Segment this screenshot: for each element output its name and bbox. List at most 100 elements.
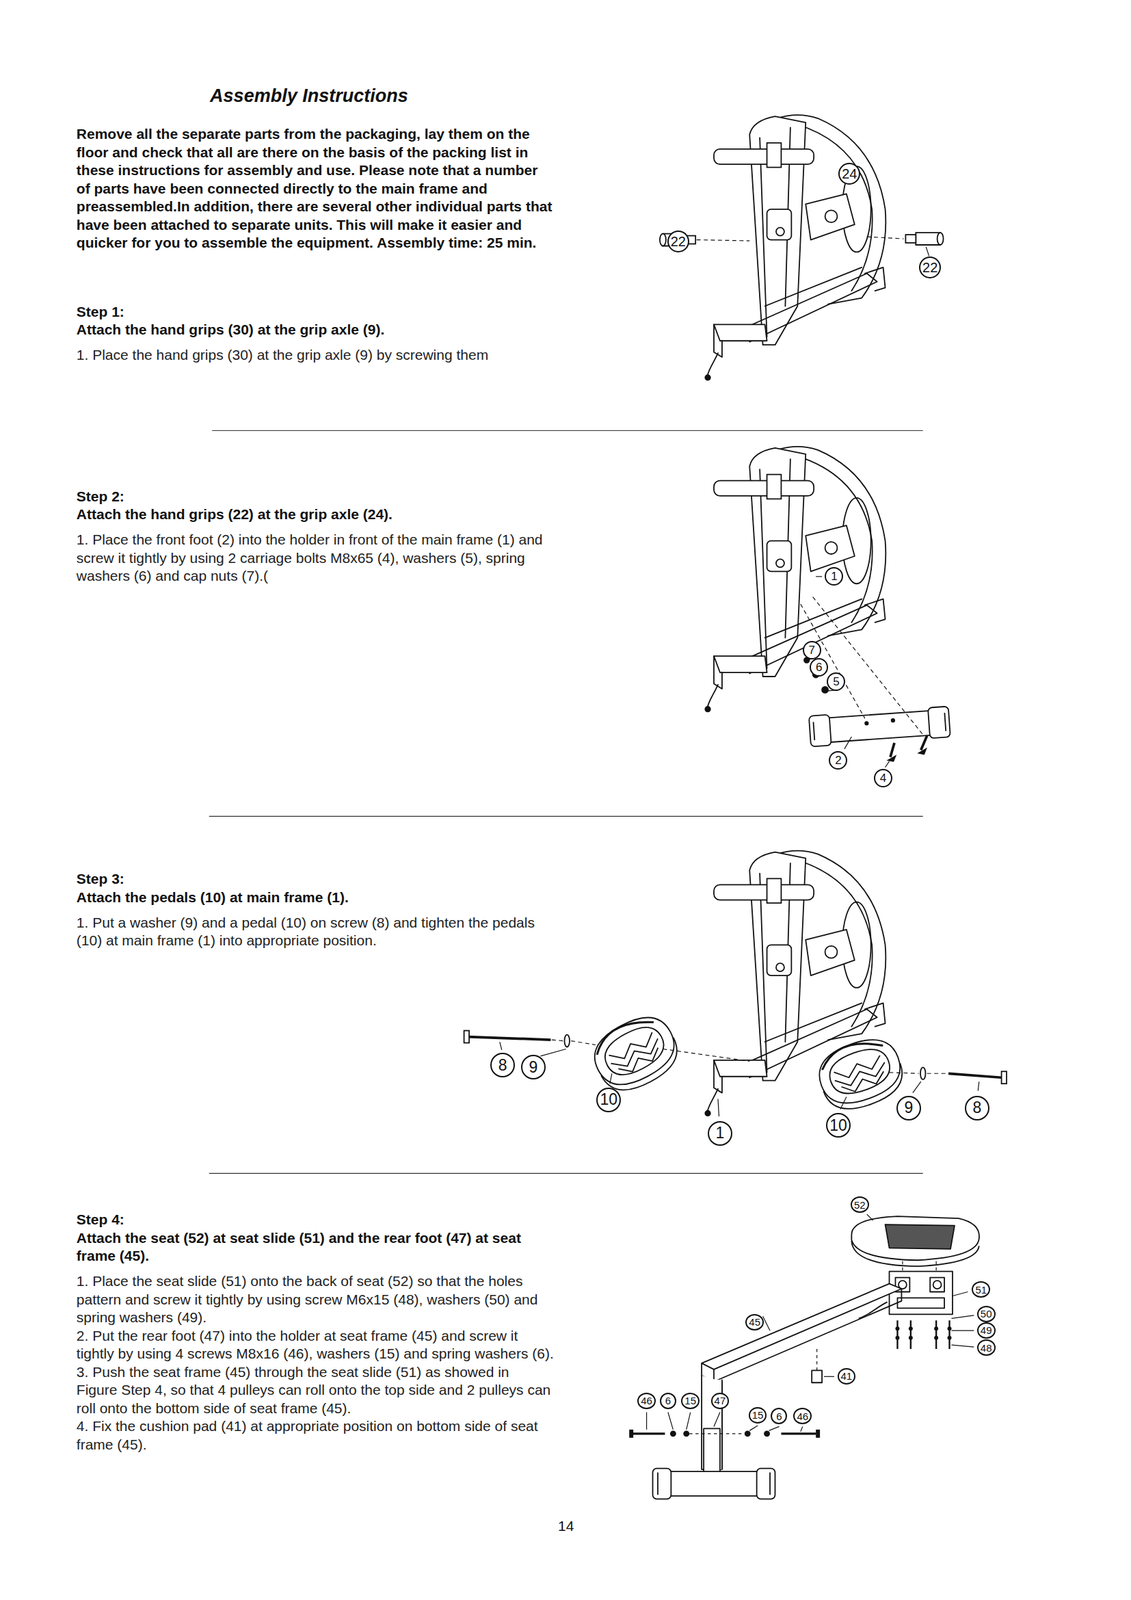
callout-number: 41: [837, 1367, 857, 1385]
illustration-part: [925, 246, 929, 256]
illustration-part: [703, 1427, 721, 1471]
step-heading: Remove all the separate parts from the p…: [76, 125, 554, 253]
illustration-part: [769, 1472, 771, 1495]
illustration-part: [927, 1072, 947, 1074]
illustration-part: [744, 1429, 751, 1436]
callout-number: 1: [707, 1120, 733, 1146]
illustration-part: [816, 1346, 818, 1370]
instruction-text: 1. Place the front foot (2) into the hol…: [76, 530, 554, 586]
step-heading: Step 2:: [76, 487, 554, 507]
callout-number: 46: [793, 1407, 812, 1424]
illustration-part: [851, 1215, 980, 1260]
illustration-part: [912, 1081, 922, 1093]
illustration-part: [933, 1280, 942, 1289]
illustration-part: [921, 735, 928, 751]
illustration-part: [662, 1048, 750, 1061]
illustration-part: [686, 1412, 691, 1430]
illustration-part: [657, 1472, 659, 1495]
callout-number: 50: [977, 1305, 996, 1322]
step-heading: Step 1:: [76, 302, 554, 322]
step2-figure: [704, 446, 951, 768]
illustration-part: [564, 1034, 570, 1047]
illustration-part: [780, 1431, 816, 1434]
step-heading: Attach the pedals (10) at main frame (1)…: [76, 888, 554, 907]
illustration-part: [551, 1039, 563, 1041]
illustration-part: [670, 1429, 677, 1436]
illustration-part: [756, 1468, 776, 1499]
illustration-part: [464, 1030, 470, 1043]
illustration-part: [935, 1319, 937, 1349]
step-heading: Attach the hand grips (30) at the grip a…: [76, 320, 554, 340]
illustration-part: [901, 1260, 903, 1272]
illustration-part: [813, 721, 815, 740]
illustration-part: [929, 1277, 945, 1292]
callout-number: 6: [659, 1392, 677, 1409]
illustration-part: [815, 1429, 820, 1438]
illustration-part: [908, 1325, 913, 1330]
illustration-part: [867, 236, 904, 239]
illustration-part: [646, 1412, 647, 1430]
callout-number: 52: [850, 1195, 870, 1213]
illustration-part: [895, 1325, 952, 1339]
illustration-part: [813, 596, 924, 735]
illustration-part: [800, 596, 924, 735]
illustration-part: [570, 1040, 596, 1045]
callout-number: 7: [802, 640, 822, 660]
illustration-part: [896, 1319, 898, 1349]
illustration-part: [499, 1041, 502, 1050]
callout-number: 24: [838, 162, 861, 185]
step-heading: Step 4:: [76, 1210, 554, 1229]
illustration-part: [689, 1432, 745, 1434]
illustration-part: [629, 1429, 820, 1438]
illustration-part: [811, 1030, 911, 1119]
illustration-part: [609, 1072, 612, 1084]
illustration-part: [821, 686, 829, 693]
illustration-part: [867, 1213, 975, 1347]
illustration-part: [676, 246, 930, 256]
illustration-part: [865, 721, 869, 725]
illustration-part: [211, 430, 924, 431]
callout-number: 9: [896, 1095, 922, 1121]
step4-figure: [629, 1213, 980, 1499]
callout-number: 10: [596, 1087, 621, 1112]
illustration-part: [888, 755, 896, 761]
callout-number: 49: [977, 1321, 996, 1339]
illustration-part: [951, 1314, 975, 1318]
instruction-text: 2. Put the rear foot (47) into the holde…: [76, 1326, 554, 1363]
page-title: Assembly Instructions: [209, 85, 409, 107]
illustration-part: [951, 1344, 975, 1347]
illustration-part: [749, 1425, 758, 1430]
illustration-part: [895, 1325, 900, 1330]
instruction-text: 1. Place the seat slide (51) onto the ba…: [76, 1271, 554, 1327]
illustration-part: [584, 1006, 687, 1101]
illustration-part: [934, 1335, 939, 1340]
illustration-part: [704, 114, 886, 381]
illustration-part: [951, 1329, 975, 1331]
illustration-part: [632, 1431, 816, 1434]
illustration-part: [908, 1335, 913, 1340]
instruction-text: 4. Fix the cushion pad (41) at appropria…: [76, 1416, 554, 1454]
illustration-part: [653, 1468, 672, 1499]
callout-number: 15: [748, 1406, 768, 1423]
instruction-text: 1. Place the hand grips (30) at the grip…: [76, 346, 554, 365]
illustration-part: [947, 1325, 952, 1330]
callout-number: 8: [490, 1052, 515, 1077]
illustration-part: [659, 233, 667, 247]
illustration-part: [952, 1291, 968, 1296]
illustration-part: [808, 714, 832, 747]
illustration-part: [689, 1432, 745, 1434]
illustration-part: [910, 1319, 912, 1349]
step3-figure: [464, 850, 1007, 1119]
illustration-part: [927, 706, 951, 739]
illustration-part: [919, 748, 926, 754]
callout-number: 6: [809, 657, 829, 677]
illustration-part: [763, 1315, 770, 1330]
step1-figure: [659, 114, 944, 381]
illustration-part: [763, 1429, 770, 1436]
illustration-part: [889, 1271, 953, 1315]
illustration-part: [467, 1036, 551, 1040]
illustration-part: [937, 232, 944, 245]
callout-number: 5: [826, 672, 846, 691]
illustration-part: [867, 1213, 874, 1220]
illustration-part: [660, 1470, 765, 1496]
